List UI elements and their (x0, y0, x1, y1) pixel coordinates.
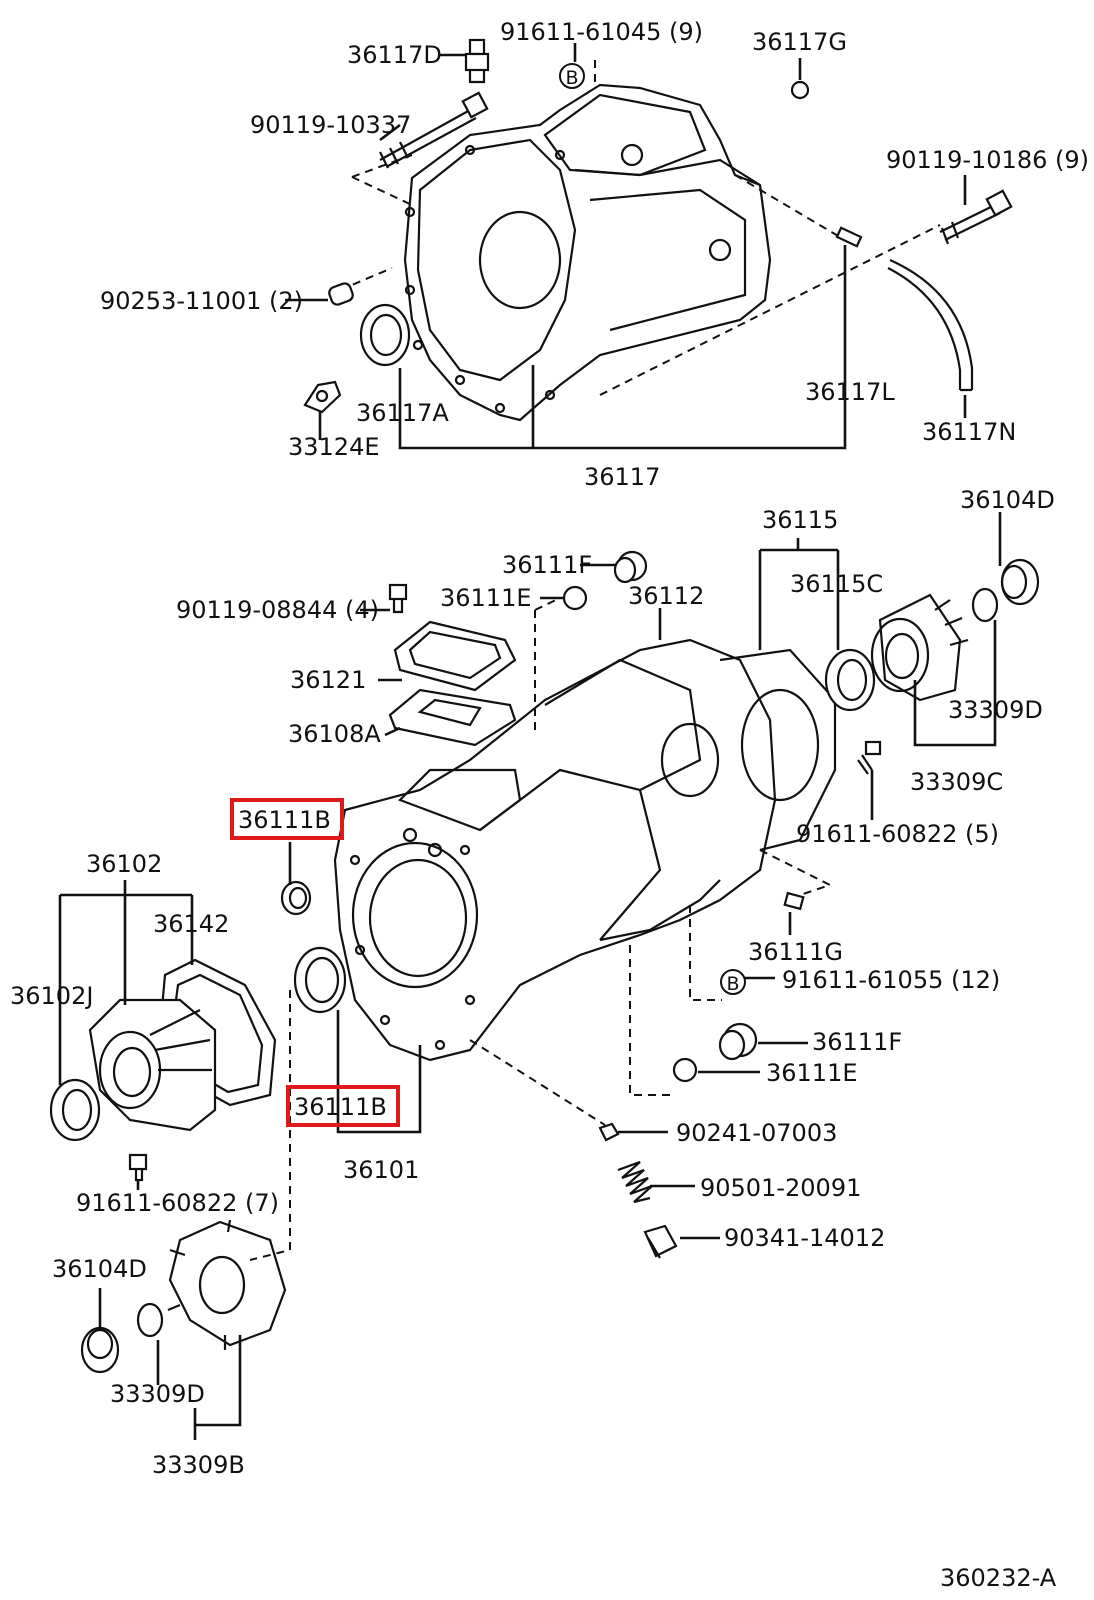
pin-36117L (835, 226, 863, 248)
label-33309B: 33309B (152, 1451, 245, 1479)
label-36117G: 36117G (752, 28, 847, 56)
seal-36111B-upper (280, 880, 312, 916)
seal-36111B-lower (293, 946, 347, 1014)
flange-33309B (167, 1219, 287, 1350)
cap-36104D-top (1000, 558, 1040, 606)
seal-33309D-bottom (136, 1302, 164, 1338)
bolt-marker-b-mid: B (720, 969, 746, 995)
bolt-90119-10337 (379, 91, 489, 169)
rear-cover-36102 (88, 998, 217, 1132)
label-91611-61045: 91611-61045 (9) (500, 18, 703, 46)
bolt-marker-b-top: B (559, 63, 585, 89)
lower-case-assembly (49, 550, 1040, 1374)
label-36121: 36121 (290, 666, 366, 694)
plug-36117D (464, 38, 490, 84)
label-36112: 36112 (628, 582, 704, 610)
highlight-box-36111B-lower (286, 1085, 400, 1127)
label-90253-11001: 90253-11001 (2) (100, 287, 303, 315)
highlight-box-36111B-upper (230, 798, 344, 840)
label-36108A: 36108A (288, 720, 381, 748)
bolt-91611-60822-5 (857, 740, 882, 775)
label-90241-07003: 90241-07003 (676, 1119, 837, 1147)
cap-36104D-bottom (80, 1326, 120, 1374)
seal-36117A (359, 303, 411, 367)
label-90119-10186: 90119-10186 (9) (886, 146, 1089, 174)
diagram-id: 360232-A (940, 1564, 1057, 1592)
label-36111G: 36111G (748, 938, 843, 966)
label-36117L: 36117L (805, 378, 895, 406)
label-36104D-top: 36104D (960, 486, 1055, 514)
label-91611-61055: 91611-61055 (12) (782, 966, 1000, 994)
bearing-36115C (824, 648, 876, 712)
seal-36102J (49, 1078, 101, 1142)
pin-36111G (783, 891, 805, 911)
label-90119-10337: 90119-10337 (250, 111, 411, 139)
spring-90501-20091 (617, 1160, 653, 1204)
label-36117D: 36117D (347, 41, 442, 69)
seal-33309D-top (971, 587, 999, 623)
label-36102J: 36102J (10, 982, 93, 1010)
label-36111E-top: 36111E (440, 584, 532, 612)
plug-36111F-mid (718, 1022, 758, 1061)
lever-33124E (303, 380, 342, 414)
label-33309C: 33309C (910, 768, 1003, 796)
bolt-90119-10186 (939, 189, 1013, 245)
plug-36111F-top (613, 550, 648, 584)
washer-36111E-mid (672, 1057, 698, 1083)
ball-36117G (790, 80, 810, 100)
upper-case-assembly (303, 38, 1013, 422)
label-36101: 36101 (343, 1156, 419, 1184)
washer-36111E-top (562, 585, 588, 611)
svg-text:B: B (565, 67, 578, 89)
label-36111F-top: 36111F (502, 551, 592, 579)
label-36111B-upper: 36111B (238, 806, 331, 834)
label-36115C: 36115C (790, 570, 883, 598)
label-33309D-top: 33309D (948, 696, 1043, 724)
label-36117: 36117 (584, 463, 660, 491)
svg-text:B: B (726, 973, 739, 995)
label-36111F-mid: 36111F (812, 1028, 902, 1056)
label-36104D-bottom: 36104D (52, 1255, 147, 1283)
cover-36121 (393, 620, 517, 692)
gasket-36108A (388, 688, 517, 747)
label-90119-08844: 90119-08844 (4) (176, 596, 379, 624)
label-36142: 36142 (153, 910, 229, 938)
label-36117A: 36117A (356, 399, 449, 427)
label-33309D-bottom: 33309D (110, 1380, 205, 1408)
label-36111E-mid: 36111E (766, 1059, 858, 1087)
flange-33309C (870, 593, 969, 702)
label-90341-14012: 90341-14012 (724, 1224, 885, 1252)
plug-90341-14012 (643, 1224, 678, 1259)
upper-leader-lines (285, 43, 967, 450)
ball-90241-07003 (598, 1122, 620, 1142)
label-36117N: 36117N (922, 418, 1016, 446)
bolt-91611-60822-7 (128, 1153, 148, 1182)
dowel-90253-11001 (328, 282, 354, 306)
part-labels: 36117D 91611-61045 (9) 36117G 90119-1033… (10, 18, 1089, 1592)
label-90501-20091: 90501-20091 (700, 1174, 861, 1202)
label-36102: 36102 (86, 850, 162, 878)
label-36111B-lower: 36111B (294, 1093, 387, 1121)
label-33124E: 33124E (288, 433, 380, 461)
label-36115: 36115 (762, 506, 838, 534)
bolt-90119-08844 (388, 583, 408, 614)
lower-leader-lines (58, 512, 1002, 1440)
label-91611-60822-7: 91611-60822 (7) (76, 1189, 279, 1217)
label-91611-60822-5: 91611-60822 (5) (796, 820, 999, 848)
hose-36117N (887, 258, 974, 392)
